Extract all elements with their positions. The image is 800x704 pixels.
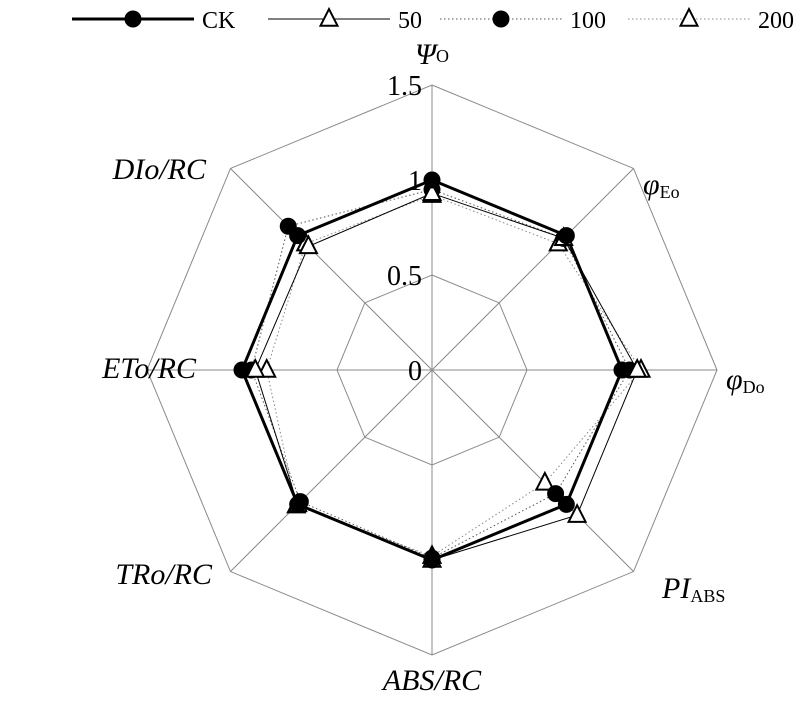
point-50-legend <box>318 6 340 27</box>
point-50-3 <box>566 502 588 523</box>
series-line-200 <box>266 194 642 557</box>
tick-label-3: 1.5 <box>387 71 422 102</box>
point-CK-6 <box>233 361 251 379</box>
point-CK-0 <box>423 171 441 189</box>
point-CK-1 <box>557 227 575 245</box>
point-50-2 <box>627 357 648 378</box>
grid-spoke-8 <box>230 168 433 371</box>
point-CK-3 <box>557 495 575 513</box>
axis-label-3: φDo <box>726 363 765 397</box>
axis-label-8: DIo/RC <box>112 153 207 186</box>
point-200-legend <box>678 6 700 27</box>
axis-label-5: ABS/RC <box>381 664 482 697</box>
legend-label-200: 200 <box>758 8 794 34</box>
legend-item-200: 200 <box>628 6 794 34</box>
point-CK-5 <box>289 495 307 513</box>
point-50-6 <box>245 357 266 378</box>
legend-item-100: 100 <box>440 8 606 34</box>
radar-series <box>233 171 652 569</box>
axis-label-6: TRo/RC <box>115 558 213 591</box>
axis-label-7: ETo/RC <box>101 352 197 385</box>
series-markers-CK <box>233 171 631 569</box>
legend-item-CK: CK <box>72 8 236 34</box>
point-100-legend <box>492 10 510 28</box>
legend-label-50: 50 <box>398 8 422 34</box>
point-CK-4 <box>423 551 441 569</box>
axis-label-1: ΨO <box>415 38 449 71</box>
point-50-7 <box>298 234 319 255</box>
point-100-3 <box>547 485 565 503</box>
grid-spoke-2 <box>431 168 634 371</box>
radar-tick-labels: 0 0.5 1 1.5 <box>387 71 422 387</box>
series-200 <box>266 194 642 557</box>
legend-label-100: 100 <box>570 8 606 34</box>
axis-label-4: PIABS <box>661 572 725 606</box>
point-200-3 <box>534 470 555 491</box>
axis-label-2: φEo <box>643 168 680 202</box>
legend: CK 50 100 200 <box>72 6 794 34</box>
legend-label-CK: CK <box>202 8 236 34</box>
tick-label-2: 1 <box>408 166 422 197</box>
point-50-0 <box>421 181 443 202</box>
point-CK-2 <box>613 361 631 379</box>
series-markers-200 <box>256 183 652 564</box>
tick-label-0: 0 <box>408 356 422 387</box>
point-CK-legend <box>124 10 142 28</box>
tick-label-1: 0.5 <box>387 261 422 292</box>
point-CK-7 <box>289 227 307 245</box>
grid-spoke-4 <box>431 369 634 572</box>
legend-item-50: 50 <box>268 6 422 34</box>
grid-spoke-6 <box>230 369 433 572</box>
